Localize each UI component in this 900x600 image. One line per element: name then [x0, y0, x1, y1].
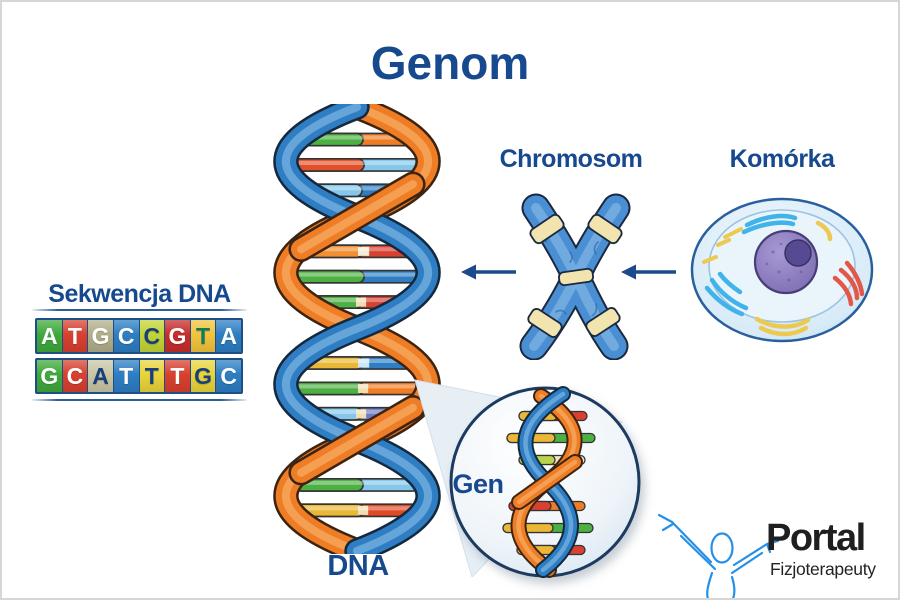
chromosome-label: Chromosom: [499, 145, 643, 173]
logo-subtitle: Fizjoterapeuty: [770, 559, 876, 579]
gene-label: Gen: [452, 469, 504, 499]
sequence-cell: G: [37, 360, 62, 392]
divider: [32, 399, 247, 401]
logo-title: Portal: [766, 517, 866, 559]
gene-magnifier-icon: [449, 386, 641, 578]
cell-nucleus: [753, 229, 819, 295]
cell-label: Komórka: [729, 145, 835, 173]
logo-figure-icon: [657, 513, 780, 598]
sequence-cell: A: [216, 320, 241, 352]
sequence-cell: T: [113, 360, 139, 392]
chromosome-icon: [519, 193, 631, 360]
sequence-cell: T: [165, 360, 190, 392]
sequence-cell: A: [88, 360, 113, 392]
cell-icon: [690, 197, 874, 343]
sequence-cell: C: [216, 360, 241, 392]
sequence-cell: T: [190, 320, 216, 352]
left-arrow-icon: [621, 264, 676, 280]
helix-crossing-patch: [288, 171, 426, 486]
sequence-cell: C: [139, 320, 165, 352]
sequence-cell: T: [139, 360, 165, 392]
helix-blue-strand: [273, 104, 441, 554]
gene-mini-helix: [502, 386, 596, 578]
sequence-cell: G: [190, 360, 216, 392]
sequence-cell: A: [37, 320, 62, 352]
dna-helix-icon: [273, 104, 441, 554]
sequence-label: Sekwencja DNA: [48, 280, 231, 308]
cell-organelles: [702, 213, 865, 337]
sequence-cell: C: [113, 320, 139, 352]
dna-label: DNA: [327, 550, 389, 582]
sequence-cell: G: [165, 320, 190, 352]
sequence-cell: C: [62, 360, 88, 392]
sequence-cell: G: [88, 320, 113, 352]
page-title: Genom: [370, 37, 530, 89]
sequence-cell: T: [62, 320, 88, 352]
divider: [32, 309, 247, 311]
chromosome-bands: [527, 213, 623, 338]
left-arrow-icon: [461, 264, 516, 280]
